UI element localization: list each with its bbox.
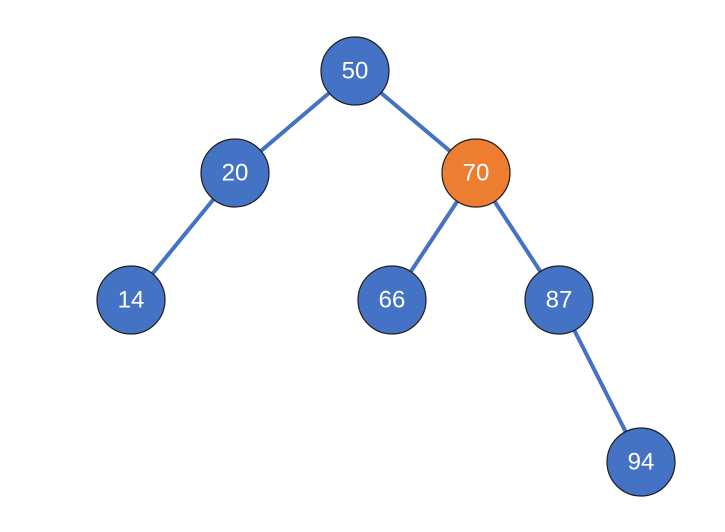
tree-node-circle <box>357 265 427 335</box>
nodes-layer: 50 20 70 14 66 87 94 <box>96 36 676 497</box>
tree-node: 94 <box>606 427 676 497</box>
tree-node-label: 14 <box>118 287 145 314</box>
tree-node: 14 <box>96 265 166 335</box>
tree-node-label: 66 <box>379 287 406 314</box>
tree-node-label: 70 <box>463 160 490 187</box>
tree-node-circle <box>524 265 594 335</box>
tree-node: 70 <box>441 138 511 208</box>
tree-node-label: 20 <box>222 160 249 187</box>
tree-node: 20 <box>200 138 270 208</box>
tree-node-label: 87 <box>546 287 573 314</box>
tree-node-circle <box>606 427 676 497</box>
tree-node-label: 50 <box>342 58 369 85</box>
tree-node-circle-highlighted <box>441 138 511 208</box>
tree-node: 66 <box>357 265 427 335</box>
tree-node: 87 <box>524 265 594 335</box>
tree-node-circle <box>320 36 390 106</box>
tree-node-label: 94 <box>628 449 655 476</box>
tree-node: 50 <box>320 36 390 106</box>
tree-node-circle <box>200 138 270 208</box>
tree-node-circle <box>96 265 166 335</box>
